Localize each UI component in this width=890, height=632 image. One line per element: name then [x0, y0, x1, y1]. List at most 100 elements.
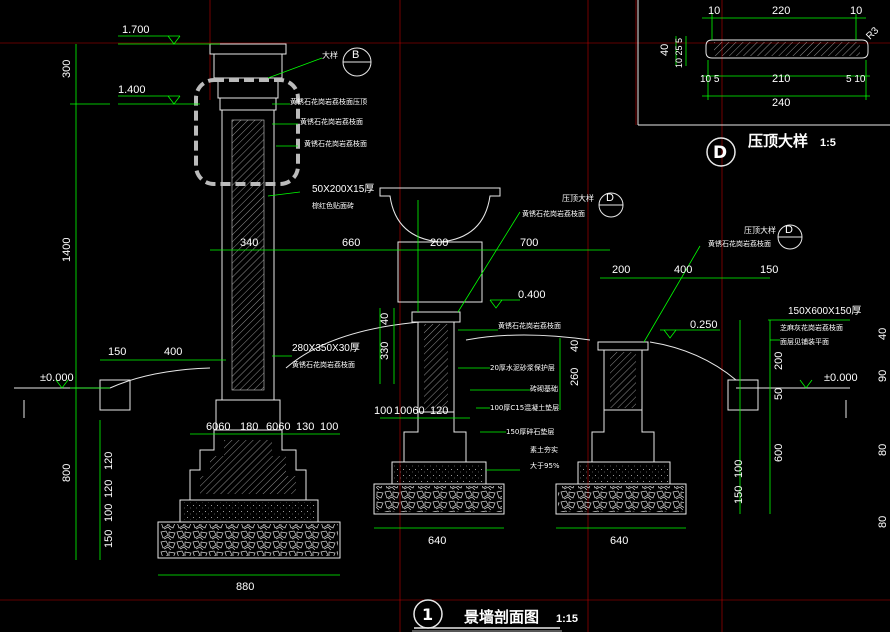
level-ground-right: ±0.000 [824, 372, 858, 384]
callout-d2-letter: D [785, 224, 793, 236]
coping-dim-10-5: 10 5 [700, 74, 720, 85]
main-column [157, 43, 341, 559]
note-wall-a-face2: 黄锈石花岗岩荔枝面 [498, 321, 561, 330]
coping-dim-5-10: 5 10 [846, 74, 866, 85]
dim-150b: 150 [760, 264, 778, 276]
step-100: 100 [103, 504, 115, 522]
step-150: 150 [103, 530, 115, 548]
wall-dim-40a: 40 [379, 313, 391, 325]
level-ground-left: ±0.000 [40, 372, 74, 384]
detail-d-frame [637, 0, 890, 126]
coping-dim-10a: 10 [708, 5, 720, 17]
wall-dim-260: 260 [569, 368, 581, 386]
base-dim-6060: 6060 [206, 421, 230, 433]
callout-d1-letter: D [606, 192, 614, 204]
leader-lines [267, 57, 780, 471]
dim-400: 400 [164, 346, 182, 358]
coping-dim-10-25-5: 10 25 5 [674, 38, 684, 68]
detail-title-circle [706, 137, 736, 167]
detail-title: 压顶大样 [748, 132, 808, 150]
note-col-stone-size: 280X350X30厚 [292, 342, 360, 354]
wall-dim-40b: 40 [569, 340, 581, 352]
dim-660: 660 [342, 237, 360, 249]
dim-200a: 200 [430, 237, 448, 249]
callout-b-label: 大样 [322, 50, 338, 60]
right-dim-600: 600 [773, 444, 785, 462]
section-scale: 1:15 [556, 613, 578, 625]
note-soil: 素土夯实 [530, 445, 558, 454]
note-paver-level: 面层见铺装平面 [780, 337, 829, 346]
right-dim-100: 100 [733, 460, 745, 478]
level-mid: 1.400 [118, 84, 146, 96]
dim-700: 700 [520, 237, 538, 249]
right-dim-200: 200 [773, 352, 785, 370]
edge-dim-80b: 80 [877, 516, 889, 528]
coping-dim-210: 210 [772, 73, 790, 85]
note-paver-name: 芝麻灰花岗岩荔枝面 [780, 323, 843, 332]
note-wall-a-face: 黄锈石花岗岩荔枝面 [522, 209, 585, 218]
base-dim-130: 130 [296, 421, 314, 433]
dim-400b: 400 [674, 264, 692, 276]
wall-dim-640a: 640 [428, 535, 446, 547]
detail-d1-callout [598, 192, 624, 218]
section-title: 景墙剖面图 [464, 608, 539, 626]
detail-b-callout [342, 47, 372, 77]
dim-800: 800 [61, 464, 73, 482]
wall-dim-330: 330 [379, 342, 391, 360]
level-top: 1.700 [122, 24, 150, 36]
coping-dim-240: 240 [772, 97, 790, 109]
edge-dim-80: 80 [877, 444, 889, 456]
coping-dim-40: 40 [659, 44, 671, 56]
level-markers [55, 35, 813, 389]
level-wall-a: 0.400 [518, 289, 546, 301]
dim-150: 150 [108, 346, 126, 358]
note-col-cap: 黄锈石花岗岩荔枝面压顶 [290, 97, 367, 106]
background-planter [379, 187, 501, 303]
note-col-tile-name: 棕红色贴面砖 [312, 201, 354, 210]
step-120a: 120 [103, 452, 115, 470]
level-wall-b: 0.250 [690, 319, 718, 331]
right-dim-50: 50 [773, 388, 785, 400]
dimension-lines [70, 35, 850, 576]
section-number: 1 [422, 605, 433, 624]
callout-d1-label: 压顶大样 [562, 193, 594, 203]
note-wall-b-face: 黄锈石花岗岩荔枝面 [708, 239, 771, 248]
note-concrete: 100厚C15混凝土垫层 [490, 403, 559, 412]
callout-d2-label: 压顶大样 [744, 225, 776, 235]
edge-dim-90: 90 [877, 370, 889, 382]
note-compaction: 大于95% [530, 461, 560, 470]
coping-dim-10b: 10 [850, 5, 862, 17]
wall-dim-10060: 10060 [394, 405, 425, 417]
note-col-stone-name: 黄锈石花岗岩荔枝面 [292, 360, 355, 369]
wall-dim-100: 100 [374, 405, 392, 417]
note-col-face1: 黄锈石花岗岩荔枝面 [300, 117, 363, 126]
note-paver-size: 150X600X150厚 [788, 305, 861, 317]
note-col-tile-size: 50X200X15厚 [312, 183, 374, 195]
right-dim-150: 150 [733, 486, 745, 504]
wall-b [555, 341, 687, 515]
wall-dim-640b: 640 [610, 535, 628, 547]
callout-b-letter: B [352, 49, 359, 61]
wall-dim-120: 120 [430, 405, 448, 417]
coping-dim-220: 220 [772, 5, 790, 17]
detail-d2-callout [777, 224, 803, 250]
coping-radius: R3 [864, 25, 881, 42]
dim-340: 340 [240, 237, 258, 249]
note-col-face2: 黄锈石花岗岩荔枝面 [304, 139, 367, 148]
dim-880: 880 [236, 581, 254, 593]
note-mortar: 20厚水泥砂浆保护层 [490, 363, 555, 372]
base-dim-180: 180 [240, 421, 258, 433]
dim-1400: 1400 [61, 238, 73, 262]
note-gravel: 150厚碎石垫层 [506, 427, 554, 436]
dim-200b: 200 [612, 264, 630, 276]
detail-letter: D [713, 143, 727, 163]
dim-300: 300 [61, 60, 73, 78]
note-brick-base: 砖砌基础 [530, 384, 558, 393]
section-title-circle [412, 599, 562, 632]
step-120b: 120 [103, 480, 115, 498]
base-dim-100: 100 [320, 421, 338, 433]
edge-dim-40: 40 [877, 328, 889, 340]
wall-a [373, 311, 505, 515]
detail-scale: 1:5 [820, 137, 836, 149]
